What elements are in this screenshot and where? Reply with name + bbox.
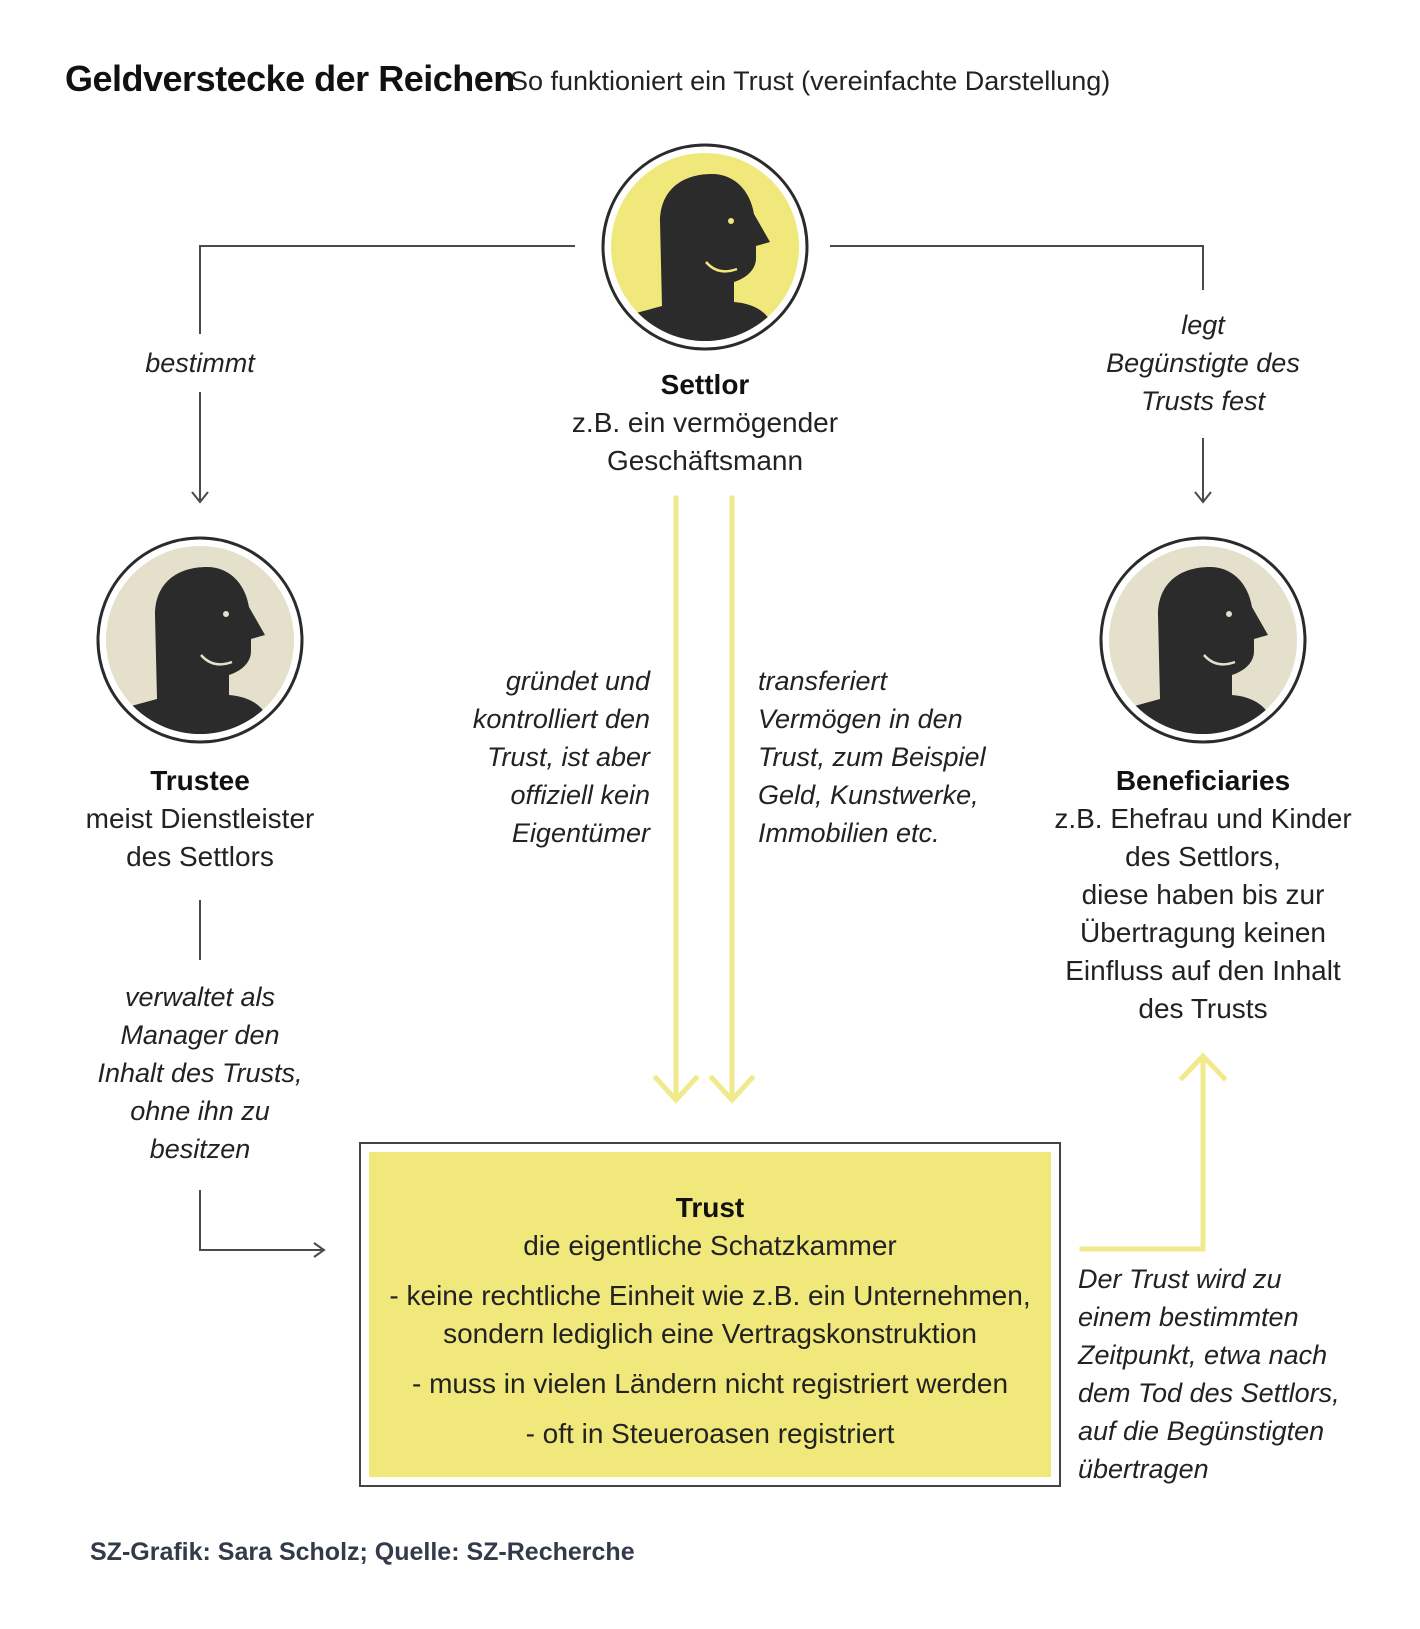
edge-label-line: Geld, Kunstwerke, bbox=[758, 780, 979, 810]
trust-point-line: - muss in vielen Ländern nicht registrie… bbox=[411, 1368, 1009, 1399]
edge-label-gruendet: gründet und kontrolliert den Trust, ist … bbox=[380, 662, 650, 852]
trust-point-line: sondern lediglich eine Vertragskonstrukt… bbox=[443, 1318, 977, 1349]
trust-subtitle: die eigentliche Schatzkammer bbox=[523, 1230, 897, 1261]
beneficiaries-person-icon bbox=[1099, 536, 1307, 744]
yellow-arrowhead-gruendet bbox=[652, 1074, 700, 1104]
edge-label-line: Trust, ist aber bbox=[486, 742, 650, 772]
trust-points: - keine rechtliche Einheit wie z.B. ein … bbox=[369, 1277, 1051, 1453]
trustee-person-icon bbox=[96, 536, 304, 744]
edge-label-line: auf die Begünstigten bbox=[1078, 1416, 1325, 1446]
beneficiaries-desc-line: diese haben bis zur bbox=[1081, 879, 1325, 910]
beneficiaries-desc-line: des Trusts bbox=[1138, 993, 1268, 1024]
edge-label-line: ohne ihn zu bbox=[130, 1096, 270, 1126]
trust-box-inner: Trust die eigentliche Schatzkammer - kei… bbox=[369, 1152, 1051, 1477]
trustee-label: Trustee meist Dienstleister des Settlors bbox=[40, 762, 360, 876]
edge-label-line: Immobilien etc. bbox=[758, 818, 940, 848]
edge-label-line: Vermögen in den bbox=[758, 704, 963, 734]
beneficiaries-desc-line: Einfluss auf den Inhalt bbox=[1065, 955, 1341, 986]
edge-label-line: legt bbox=[1181, 310, 1225, 340]
edge-label-line: gründet und bbox=[505, 666, 650, 696]
arrowhead-trustee bbox=[191, 491, 209, 504]
trust-box: Trust die eigentliche Schatzkammer - kei… bbox=[359, 1142, 1061, 1487]
connector-settlor-beneficiaries-top bbox=[830, 245, 1204, 290]
settlor-desc-line: Geschäftsmann bbox=[606, 445, 804, 476]
page-subtitle: So funktioniert ein Trust (vereinfachte … bbox=[510, 66, 1111, 96]
connector-settlor-trustee-top bbox=[199, 245, 575, 334]
source-credit: SZ-Grafik: Sara Scholz; Quelle: SZ-Reche… bbox=[90, 1538, 635, 1566]
settlor-person-icon bbox=[601, 143, 809, 351]
arrowhead-beneficiaries bbox=[1194, 491, 1212, 504]
edge-label-line: kontrolliert den bbox=[472, 704, 650, 734]
yellow-arrowhead-transferiert bbox=[708, 1074, 756, 1104]
settlor-label: Settlor z.B. ein vermögender Geschäftsma… bbox=[505, 366, 905, 480]
beneficiaries-label: Beneficiaries z.B. Ehefrau und Kinder de… bbox=[1043, 762, 1363, 1028]
trust-point: - keine rechtliche Einheit wie z.B. ein … bbox=[369, 1277, 1051, 1353]
edge-label-line: besitzen bbox=[149, 1134, 251, 1164]
beneficiaries-desc-line: Übertragung keinen bbox=[1080, 917, 1326, 948]
edge-label-line: übertragen bbox=[1078, 1454, 1209, 1484]
trust-point-line: - oft in Steueroasen registriert bbox=[525, 1418, 895, 1449]
connector-trustee-trust bbox=[199, 1190, 322, 1251]
edge-label-line: dem Tod des Settlors, bbox=[1078, 1378, 1340, 1408]
edge-label-uebertragen: Der Trust wird zu einem bestimmten Zeitp… bbox=[1078, 1260, 1398, 1488]
yellow-arrow-uebertragen bbox=[1079, 1055, 1206, 1252]
edge-label-line: Zeitpunkt, etwa nach bbox=[1078, 1340, 1328, 1370]
edge-label-line: Eigentümer bbox=[511, 818, 650, 848]
trust-point-line: - keine rechtliche Einheit wie z.B. ein … bbox=[389, 1280, 1031, 1311]
edge-label-line: Trust, zum Beispiel bbox=[758, 742, 986, 772]
beneficiaries-desc-line: z.B. Ehefrau und Kinder bbox=[1054, 803, 1352, 834]
edge-label-line: einem bestimmten bbox=[1078, 1302, 1299, 1332]
beneficiaries-name: Beneficiaries bbox=[1115, 765, 1291, 796]
page-title: Geldverstecke der Reichen bbox=[65, 58, 515, 99]
edge-label-line: Begünstigte des bbox=[1106, 348, 1300, 378]
settlor-desc-line: z.B. ein vermögender bbox=[571, 407, 839, 438]
beneficiaries-desc-line: des Settlors, bbox=[1125, 841, 1281, 872]
edge-label-line: Trusts fest bbox=[1140, 386, 1266, 416]
yellow-arrowhead-uebertragen bbox=[1178, 1052, 1228, 1082]
trust-point: - oft in Steueroasen registriert bbox=[369, 1415, 1051, 1453]
trust-name: Trust bbox=[675, 1192, 745, 1223]
trustee-desc-line: meist Dienstleister bbox=[85, 803, 315, 834]
edge-label-line: Inhalt des Trusts, bbox=[97, 1058, 303, 1088]
trustee-desc-line: des Settlors bbox=[126, 841, 274, 872]
edge-label-line: transferiert bbox=[758, 666, 888, 696]
trust-point: - muss in vielen Ländern nicht registrie… bbox=[369, 1365, 1051, 1403]
edge-label-line: verwaltet als bbox=[124, 982, 276, 1012]
edge-label-transferiert: transferiert Vermögen in den Trust, zum … bbox=[758, 662, 1058, 852]
edge-label-line: Der Trust wird zu bbox=[1078, 1264, 1282, 1294]
settlor-name: Settlor bbox=[660, 369, 750, 400]
edge-label-bestimmt: bestimmt bbox=[145, 348, 255, 378]
edge-label-verwaltet: verwaltet als Manager den Inhalt des Tru… bbox=[55, 978, 345, 1168]
edge-label-line: Manager den bbox=[120, 1020, 280, 1050]
trustee-name: Trustee bbox=[150, 765, 250, 796]
edge-label-line: offiziell kein bbox=[510, 780, 650, 810]
edge-label-legt: legt Begünstigte des Trusts fest bbox=[1063, 306, 1343, 420]
arrowhead-trust-left bbox=[313, 1242, 326, 1258]
